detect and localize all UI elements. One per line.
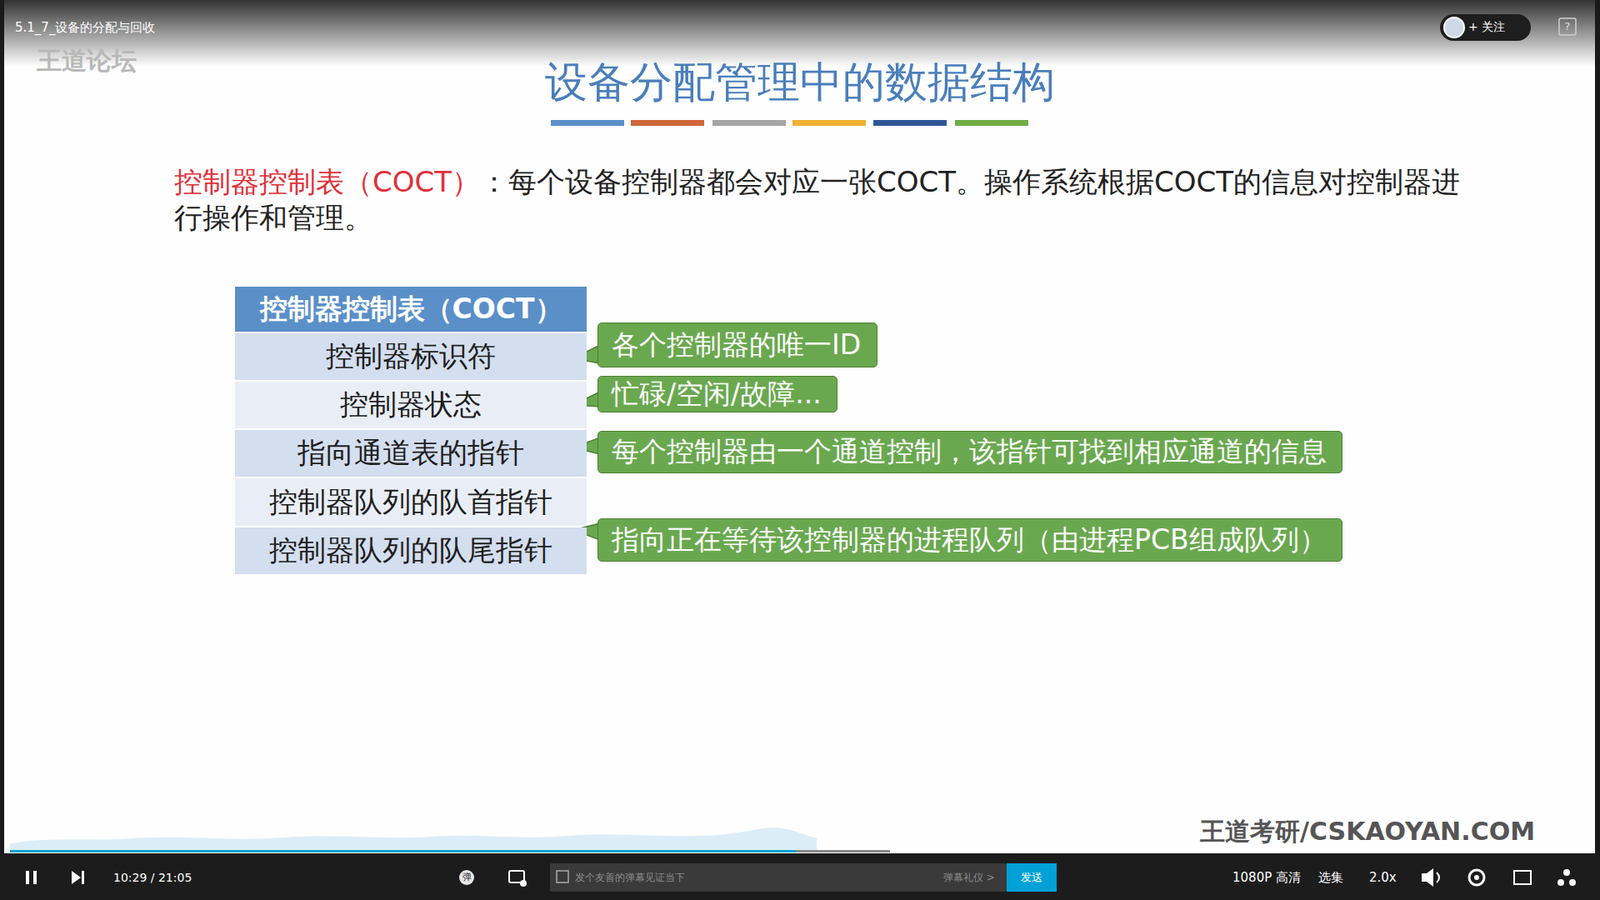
help-icon bbox=[1559, 18, 1576, 35]
top-shade bbox=[0, 0, 1600, 67]
table-row: 指向通道表的指针 bbox=[235, 430, 587, 477]
node-text: 控制器队列的队尾指针 bbox=[269, 531, 553, 570]
speed-button: 2.0x bbox=[1369, 870, 1397, 885]
title-underline-bars bbox=[550, 120, 1029, 126]
node-text: 各个控制器的唯一ID bbox=[611, 326, 861, 365]
danmaku-etiquette: 弹幕礼仪 > bbox=[943, 871, 995, 884]
intro-paragraph: 控制器控制表（COCT）：每个设备控制器都会对应一张COCT。操作系统根据COC… bbox=[174, 164, 1475, 236]
slide-title: 设备分配管理中的数据结构 bbox=[0, 58, 1600, 107]
progress-played bbox=[10, 850, 796, 853]
control-bar bbox=[0, 853, 1600, 900]
watermark: 王道论坛 bbox=[36, 45, 137, 76]
help-mark: ? bbox=[1565, 20, 1571, 34]
table-row: 控制器队列的队首指针 bbox=[235, 478, 587, 526]
node-text: 控制器控制表（COCT） bbox=[260, 290, 563, 329]
node-text: 指向通道表的指针 bbox=[297, 434, 525, 473]
node-text: + 关注 bbox=[1468, 20, 1505, 35]
callout-box: 指向正在等待该控制器的进程队列（由进程PCB组成队列） bbox=[597, 518, 1343, 562]
watermark: 王道考研/CSKAOYAN.COM bbox=[1200, 816, 1535, 847]
node-text: 每个控制器由一个通道控制，该指针可找到相应通道的信息 bbox=[611, 433, 1327, 471]
table-row: 控制器队列的队尾指针 bbox=[235, 527, 587, 575]
send-button: 发送 bbox=[1006, 863, 1057, 892]
danmaku-toggle: 弹 bbox=[462, 871, 472, 883]
node-text: 控制器标识符 bbox=[325, 337, 496, 376]
video-title: 5.1_7_设备的分配与回收 bbox=[15, 20, 155, 35]
danmaku-placeholder: 发个友善的弹幕见证当下 bbox=[575, 871, 685, 884]
node-text: 忙碌/空闲/故障... bbox=[611, 375, 822, 414]
node-text: 指向正在等待该控制器的进程队列（由进程PCB组成队列） bbox=[611, 521, 1327, 560]
table-row: 控制器标识符 bbox=[235, 333, 587, 380]
node-text: 控制器状态 bbox=[340, 385, 482, 425]
avatar-icon bbox=[1443, 16, 1465, 39]
heat-wave bbox=[10, 827, 817, 851]
node-text: 发送 bbox=[1020, 870, 1043, 885]
time-display: 10:29 / 21:05 bbox=[113, 870, 192, 885]
table-row: 控制器状态 bbox=[235, 381, 587, 429]
callout-box: 忙碌/空闲/故障... bbox=[597, 375, 838, 413]
node-text: 控制器队列的队首指针 bbox=[269, 483, 553, 522]
table-header: 控制器控制表（COCT） bbox=[235, 286, 587, 332]
player-icons bbox=[25, 863, 1576, 892]
left-edge bbox=[0, 0, 5, 900]
follow-button: + 关注 bbox=[1440, 14, 1531, 41]
progress-track bbox=[10, 850, 890, 853]
quality-button: 1080P 高清 bbox=[1232, 870, 1301, 885]
episodes-button: 选集 bbox=[1318, 870, 1344, 885]
right-edge bbox=[1595, 0, 1600, 900]
callout-box: 各个控制器的唯一ID bbox=[597, 322, 878, 368]
term-highlight: 控制器控制表（COCT） bbox=[174, 165, 480, 199]
callout-box: 每个控制器由一个通道控制，该指针可找到相应通道的信息 bbox=[597, 430, 1343, 474]
